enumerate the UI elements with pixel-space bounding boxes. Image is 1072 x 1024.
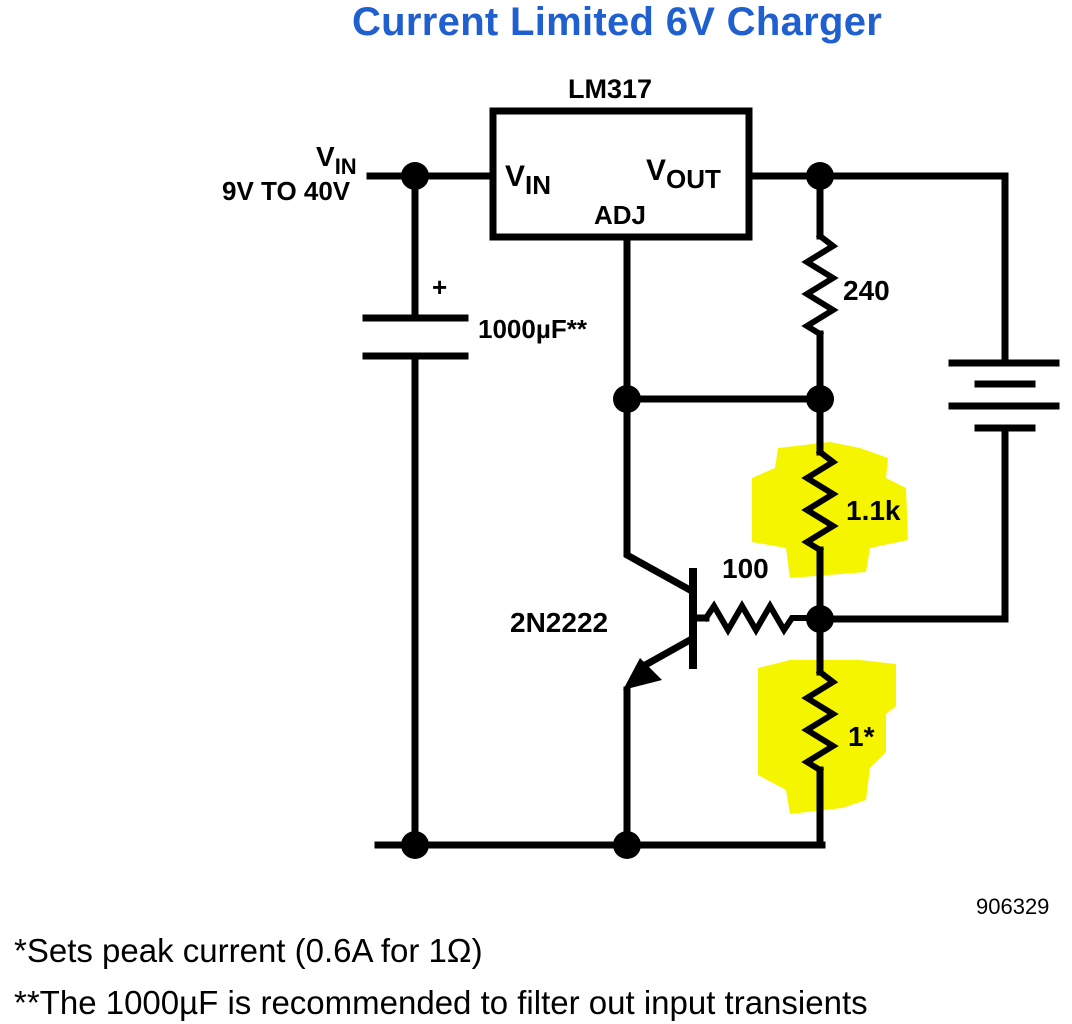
regulator-part-label: LM317 [568, 74, 652, 104]
input-label: VIN [316, 141, 357, 179]
footnote-1: *Sets peak current (0.6A for 1Ω) [14, 932, 483, 969]
pin-vin-label: VIN [505, 160, 551, 200]
junction-vin [401, 162, 429, 190]
pin-vout-label: VOUT [646, 154, 721, 194]
diagram-title: Current Limited 6V Charger [352, 0, 883, 44]
input-range-label: 9V TO 40V [222, 176, 351, 206]
junction-adj-left [613, 385, 641, 413]
resistor-240-label: 240 [843, 275, 890, 306]
junction-vout [806, 162, 834, 190]
junction-base [806, 605, 834, 633]
junction-ground-left [401, 831, 429, 859]
highlight-1-ohm [758, 660, 896, 814]
pin-adj-label: ADJ [594, 200, 646, 230]
highlight-1-1k [752, 442, 908, 578]
capacitor-value-label: 1000µF** [478, 314, 588, 344]
wire-collector [623, 395, 695, 595]
footnote-2: **The 1000µF is recommended to filter ou… [14, 984, 868, 1021]
figure-number: 906329 [976, 894, 1050, 919]
capacitor-polarity-label: + [432, 272, 447, 302]
resistor-1-1k-label: 1.1k [846, 495, 901, 526]
transistor-label: 2N2222 [510, 607, 608, 638]
emitter-arrow-icon [623, 658, 662, 690]
resistor-1-1k [801, 447, 839, 555]
resistor-240 [801, 231, 839, 339]
junction-adj-right [806, 385, 834, 413]
resistor-100 [701, 600, 823, 636]
resistor-1-ohm [801, 667, 839, 775]
resistor-100-label: 100 [722, 553, 769, 584]
wire-emitter [635, 635, 695, 673]
junction-ground-mid [613, 831, 641, 859]
resistor-1-ohm-label: 1* [848, 721, 875, 752]
